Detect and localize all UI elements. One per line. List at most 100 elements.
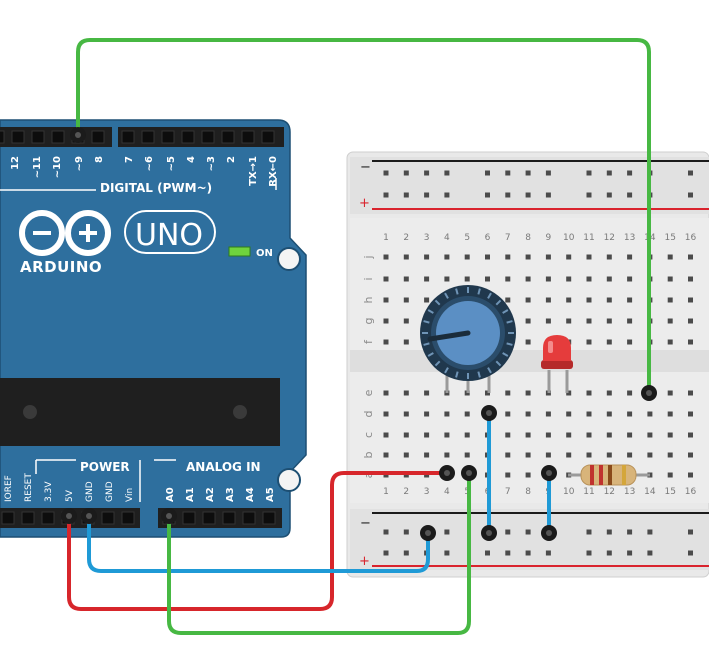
- rail-hole[interactable]: [545, 192, 551, 198]
- terminal-hole[interactable]: [566, 276, 572, 282]
- terminal-hole[interactable]: [586, 411, 592, 417]
- terminal-holes[interactable]: [383, 254, 694, 478]
- terminal-hole[interactable]: [383, 276, 389, 282]
- terminal-hole[interactable]: [444, 254, 450, 260]
- terminal-hole[interactable]: [424, 432, 430, 438]
- terminal-hole[interactable]: [586, 318, 592, 324]
- terminal-hole[interactable]: [525, 276, 531, 282]
- terminal-hole[interactable]: [444, 432, 450, 438]
- rail-hole[interactable]: [688, 170, 693, 176]
- terminal-hole[interactable]: [505, 411, 511, 417]
- terminal-hole[interactable]: [464, 411, 470, 417]
- header-socket[interactable]: [202, 511, 216, 525]
- terminal-hole[interactable]: [606, 432, 612, 438]
- terminal-hole[interactable]: [688, 390, 693, 396]
- rail-hole[interactable]: [403, 529, 409, 535]
- terminal-hole[interactable]: [505, 297, 511, 303]
- terminal-hole[interactable]: [525, 254, 531, 260]
- terminal-hole[interactable]: [545, 318, 551, 324]
- header-socket[interactable]: [11, 130, 25, 144]
- rail-hole[interactable]: [647, 529, 653, 535]
- terminal-hole[interactable]: [647, 411, 653, 417]
- terminal-hole[interactable]: [586, 297, 592, 303]
- rail-hole[interactable]: [627, 192, 633, 198]
- wire-a0-to-pot-wiper[interactable]: [167, 473, 471, 635]
- rail-hole[interactable]: [647, 550, 653, 556]
- terminal-hole[interactable]: [383, 318, 389, 324]
- terminal-hole[interactable]: [383, 452, 389, 458]
- rail-hole[interactable]: [383, 192, 389, 198]
- terminal-hole[interactable]: [424, 411, 430, 417]
- digital-sockets[interactable]: [0, 130, 275, 144]
- terminal-hole[interactable]: [586, 276, 592, 282]
- header-socket[interactable]: [221, 130, 235, 144]
- terminal-hole[interactable]: [403, 452, 409, 458]
- terminal-hole[interactable]: [403, 297, 409, 303]
- rail-hole[interactable]: [383, 170, 389, 176]
- terminal-hole[interactable]: [566, 318, 572, 324]
- terminal-hole[interactable]: [566, 254, 572, 260]
- terminal-hole[interactable]: [688, 254, 693, 260]
- terminal-hole[interactable]: [505, 276, 511, 282]
- terminal-hole[interactable]: [627, 276, 633, 282]
- terminal-hole[interactable]: [464, 276, 470, 282]
- rail-hole[interactable]: [606, 529, 612, 535]
- header-socket[interactable]: [1, 511, 15, 525]
- rail-hole[interactable]: [688, 529, 693, 535]
- wire-gnd-to-rail[interactable]: [87, 516, 430, 573]
- rail-hole[interactable]: [525, 529, 531, 535]
- terminal-hole[interactable]: [525, 452, 531, 458]
- terminal-hole[interactable]: [627, 432, 633, 438]
- header-socket[interactable]: [121, 130, 135, 144]
- terminal-hole[interactable]: [627, 318, 633, 324]
- rail-hole[interactable]: [485, 550, 490, 556]
- rail-hole[interactable]: [545, 550, 551, 556]
- rail-hole[interactable]: [444, 550, 450, 556]
- rail-hole[interactable]: [505, 550, 511, 556]
- terminal-hole[interactable]: [525, 432, 531, 438]
- resistor[interactable]: [568, 464, 650, 486]
- header-socket[interactable]: [51, 130, 65, 144]
- rail-hole[interactable]: [606, 192, 612, 198]
- terminal-hole[interactable]: [688, 318, 693, 324]
- terminal-hole[interactable]: [403, 276, 409, 282]
- terminal-hole[interactable]: [383, 339, 389, 345]
- terminal-hole[interactable]: [545, 432, 551, 438]
- terminal-hole[interactable]: [485, 254, 490, 260]
- header-socket[interactable]: [101, 511, 115, 525]
- terminal-hole[interactable]: [606, 318, 612, 324]
- rail-hole[interactable]: [525, 192, 531, 198]
- rail-hole[interactable]: [586, 170, 592, 176]
- terminal-hole[interactable]: [525, 472, 531, 478]
- header-socket[interactable]: [41, 511, 55, 525]
- header-socket[interactable]: [241, 130, 255, 144]
- terminal-hole[interactable]: [505, 390, 511, 396]
- rail-hole[interactable]: [505, 529, 511, 535]
- wire-5v-to-pot[interactable]: [67, 471, 447, 611]
- terminal-hole[interactable]: [383, 297, 389, 303]
- terminal-hole[interactable]: [545, 452, 551, 458]
- terminal-hole[interactable]: [444, 411, 450, 417]
- terminal-hole[interactable]: [566, 411, 572, 417]
- terminal-hole[interactable]: [424, 254, 430, 260]
- terminal-hole[interactable]: [403, 432, 409, 438]
- terminal-hole[interactable]: [667, 318, 673, 324]
- terminal-hole[interactable]: [424, 390, 430, 396]
- terminal-hole[interactable]: [505, 472, 511, 478]
- terminal-hole[interactable]: [627, 297, 633, 303]
- terminal-hole[interactable]: [627, 339, 633, 345]
- terminal-hole[interactable]: [688, 472, 693, 478]
- terminal-hole[interactable]: [647, 452, 653, 458]
- terminal-hole[interactable]: [444, 276, 450, 282]
- terminal-hole[interactable]: [383, 432, 389, 438]
- terminal-hole[interactable]: [688, 339, 693, 345]
- terminal-hole[interactable]: [606, 297, 612, 303]
- terminal-hole[interactable]: [545, 254, 551, 260]
- terminal-hole[interactable]: [627, 452, 633, 458]
- terminal-hole[interactable]: [424, 276, 430, 282]
- rail-hole[interactable]: [403, 550, 409, 556]
- rail-hole[interactable]: [444, 529, 450, 535]
- rail-hole[interactable]: [586, 529, 592, 535]
- terminal-hole[interactable]: [566, 432, 572, 438]
- terminal-hole[interactable]: [667, 432, 673, 438]
